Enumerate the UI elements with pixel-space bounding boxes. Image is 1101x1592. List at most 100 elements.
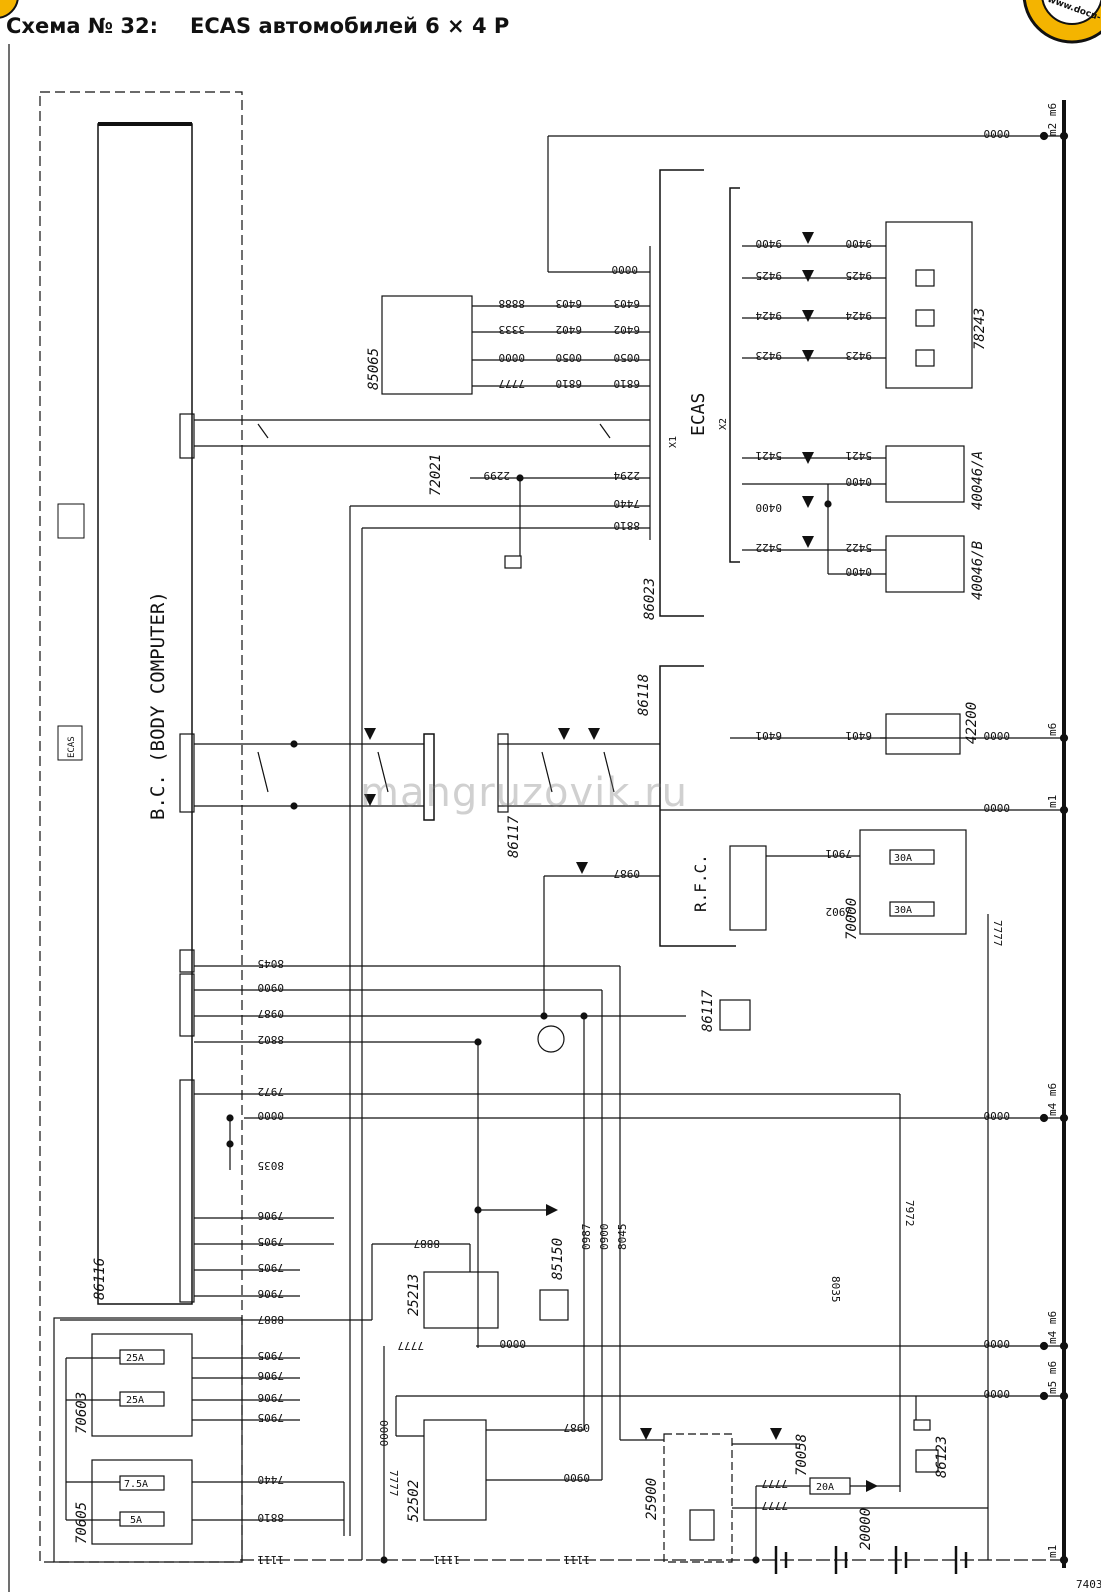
ecas-x1: X1 [668,436,679,448]
connector-42200-code: 42200 [964,702,980,744]
wire-label: 0400 [846,565,873,578]
wire-label: 7906 [258,1209,285,1222]
sensor-40046a-box [885,445,965,503]
wire-label: 7906 [258,1287,285,1300]
watermark-text: mangruzovik.ru [360,770,688,816]
valve-78243-code: 78243 [972,308,988,350]
wire-label: 9423 [846,349,873,362]
fusebox-70605 [91,1459,193,1545]
starter-25900-box [663,1433,733,1563]
wire-label: 0900 [564,1471,591,1484]
wire-label: 9400 [846,237,873,250]
wire-label: 7905 [258,1261,285,1274]
starter-25900-code: 25900 [644,1478,660,1520]
fuse-25a-1: 25A [126,1353,144,1364]
wire-label: 8045 [258,957,285,970]
corner-code: 7403 [1076,1578,1101,1591]
fusebox-70605-code: 70605 [74,1502,90,1544]
wire-label: 1111 [434,1553,461,1566]
sensor-72021-code: 72021 [428,454,444,496]
wire-label: 6810 [614,377,641,390]
wire-label: 8035 [829,1276,842,1303]
wire-label: 9424 [755,309,782,322]
connector-42200-box [885,713,961,755]
ground-86123-box [915,1449,939,1473]
ecas-unit-label: ECAS [688,393,709,436]
ground-point-5: m4 m6 [1046,1311,1059,1344]
wire-label: 7902 [826,905,853,918]
body-computer-box [97,123,193,1305]
wire-label: 0000 [500,1337,527,1350]
wire-label: 8887 [258,1313,285,1326]
body-computer-code: 86116 [92,1258,108,1300]
wire-label: 8887 [414,1237,441,1250]
sensor-86117b-code: 86117 [700,989,716,1032]
fuse-25a-2: 25A [126,1395,144,1406]
wire-label: 0000 [984,1387,1011,1400]
wire-label: 6403 [614,297,641,310]
fusebox-outer [53,1317,243,1563]
wire-label: 9425 [756,269,783,282]
sensor-40046a-code: 40046/A [970,451,986,510]
wire-label: 7440 [258,1473,285,1486]
wire-label: 6401 [756,729,783,742]
switch-52502-box [423,1419,487,1521]
sensor-40046b-code: 40046/B [970,541,986,600]
wire-label: 0000 [612,263,639,276]
wire-label: 0050 [614,351,641,364]
switch-85065-box [381,295,473,395]
wire-label: 1111 [258,1553,285,1566]
wire-label: 0900 [598,1224,611,1251]
wire-label: 6402 [556,323,583,336]
wire-label: 7777 [398,1339,425,1352]
resistor-icon [57,503,85,539]
fuse-20a: 20A [816,1482,834,1493]
logo-gear-icon [1022,0,1101,44]
wire-label: 7777 [762,1477,789,1490]
logo-gear-icon-left [0,0,19,19]
wire-label: 6403 [556,297,583,310]
body-computer-enclosure [39,91,243,1563]
wire-label: 8802 [258,1033,285,1046]
wire-label: 7440 [614,497,641,510]
wire-label: 0050 [556,351,583,364]
wire-label: 0987 [580,1224,593,1251]
fusebox-70603-code: 70603 [74,1392,90,1434]
wire-label: 0000 [984,1337,1011,1350]
wire-label: 7905 [258,1411,285,1424]
wire-label: 9400 [756,237,783,250]
rfc-label: R.F.C. [691,854,710,912]
wire-label: 6401 [846,729,873,742]
wire-label: 9425 [846,269,873,282]
wire-label: 7901 [826,847,853,860]
wire-label: 8045 [616,1224,629,1251]
icb-86117-block [423,733,435,821]
wire-label: 9423 [756,349,783,362]
wire-label: 2299 [484,469,511,482]
fusebox-70000-code: 70000 [844,898,860,940]
wire-label: 0000 [499,351,526,364]
ground-point-1: m2 m6 [1046,103,1059,136]
ecas-unit-outline [659,169,704,617]
relay-25213-box [423,1271,499,1329]
wire-label: 8810 [258,1511,285,1524]
connector-j1 [179,1079,195,1303]
fuse-5a: 5A [130,1515,142,1526]
wire-label: 7905 [258,1235,285,1248]
wire-label: 8810 [614,519,641,532]
wire-label: 7906 [258,1391,285,1404]
wire-label: 3333 [499,323,526,336]
valve-78243-box [885,221,973,389]
wire-label: 5422 [846,541,873,554]
fuse-30a-2: 30A [894,905,912,916]
wire-label: 7777 [762,1499,789,1512]
body-computer-label: B.C. (BODY COMPUTER) [147,591,169,820]
wire-label: 2294 [613,469,640,482]
connector-j2 [179,733,195,813]
ecas-unit-code: 86023 [642,578,658,620]
icb-86118-code: 86118 [636,674,652,716]
ground-point-3: m1 [1046,795,1059,808]
connector-j7 [179,973,195,1037]
relay-85150-code: 85150 [550,1238,566,1280]
